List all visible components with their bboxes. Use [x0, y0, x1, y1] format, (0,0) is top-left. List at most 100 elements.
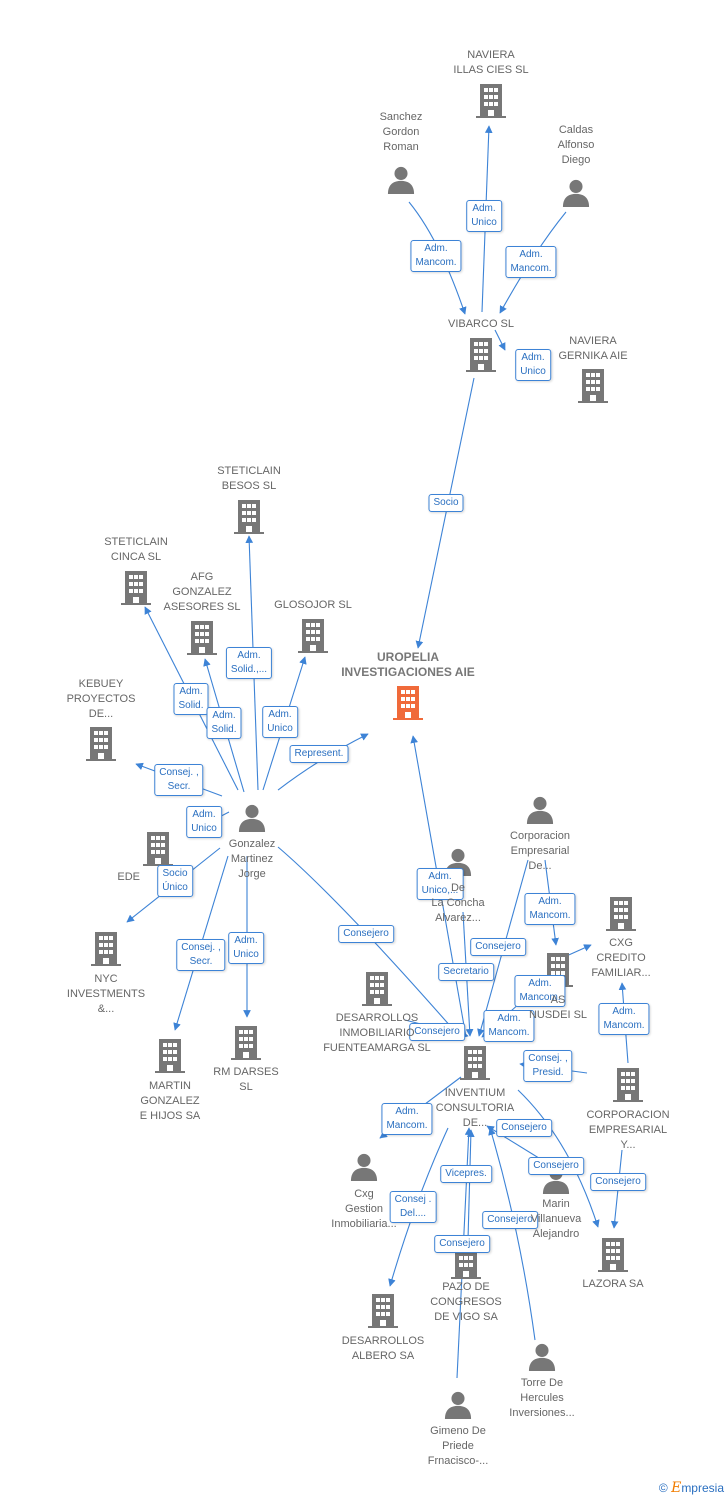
edge-label[interactable]: Socio Único: [157, 865, 193, 897]
edge-label[interactable]: Adm. Mancom.: [598, 1003, 650, 1035]
building-icon-rmdarses[interactable]: [231, 1026, 261, 1060]
building-icon-glosojor[interactable]: [298, 619, 328, 653]
edge-vibarco-to-uropelia: [415, 377, 475, 649]
edge-label[interactable]: Adm. Mancom.: [483, 1010, 535, 1042]
edge-label[interactable]: Adm. Unico,...: [416, 868, 464, 900]
edge-label[interactable]: Consej. , Secr.: [176, 939, 226, 971]
edge-vibarco-to-naviera_gernika: [494, 329, 506, 351]
node-label-afg[interactable]: AFG GONZALEZ ASESORES SL: [163, 571, 241, 613]
edge-inventium-to-lazora: [517, 1089, 600, 1228]
edge-label[interactable]: Consejero: [434, 1235, 490, 1253]
building-icon-naviera_gernika[interactable]: [578, 369, 608, 403]
edge-label[interactable]: Adm. Solid.: [206, 707, 242, 739]
building-icon-nyc[interactable]: [91, 932, 121, 966]
node-label-ede[interactable]: EDE: [117, 871, 140, 883]
node-label-corp_emp_de[interactable]: Corporacion Empresarial De...: [510, 830, 570, 872]
person-icon-cxg_gestion[interactable]: [350, 1153, 378, 1181]
node-label-concha[interactable]: De La Concha Alvarez...: [431, 882, 485, 924]
building-icon-ede[interactable]: [143, 832, 173, 866]
node-label-inventium[interactable]: INVENTIUM CONSULTORIA DE...: [435, 1087, 515, 1129]
edge-label[interactable]: Adm. Mancom.: [524, 893, 576, 925]
edge-label[interactable]: Consejero: [482, 1211, 538, 1229]
edge-label[interactable]: Adm. Solid.: [173, 683, 209, 715]
person-icon-corp_emp_de[interactable]: [526, 796, 554, 824]
edge-label[interactable]: Consej. , Presid.: [523, 1050, 573, 1082]
building-icon-steticlain_besos[interactable]: [234, 500, 264, 534]
node-label-sanchez[interactable]: Sanchez Gordon Roman: [379, 111, 423, 153]
building-icon-martin[interactable]: [155, 1039, 185, 1073]
edge-label[interactable]: Adm. Mancom.: [410, 240, 462, 272]
brand-name: mpresia: [681, 1481, 724, 1495]
edge-label[interactable]: Consej. , Secr.: [154, 764, 204, 796]
building-icon-desarrollos_albero[interactable]: [368, 1294, 398, 1328]
node-label-naviera_cies[interactable]: NAVIERA ILLAS CIES SL: [453, 49, 529, 76]
node-label-cxg_credito[interactable]: CXG CREDITO FAMILIAR...: [591, 937, 651, 979]
building-icon-cxg_credito[interactable]: [606, 897, 636, 931]
edge-label[interactable]: Socio: [428, 494, 464, 512]
node-label-nyc[interactable]: NYC INVESTMENTS &...: [66, 973, 146, 1015]
building-icon-naviera_cies[interactable]: [476, 84, 506, 118]
building-icon-lazora[interactable]: [598, 1238, 628, 1272]
node-label-nusdei[interactable]: AS NUSDEI SL: [528, 994, 588, 1021]
edge-label[interactable]: Adm. Unico: [228, 932, 264, 964]
node-label-steticlain_besos[interactable]: STETICLAIN BESOS SL: [217, 465, 281, 492]
node-label-cxg_gestion[interactable]: Cxg Gestion Inmobiliaria...: [331, 1188, 397, 1230]
person-icon-torre[interactable]: [528, 1343, 556, 1371]
edge-label[interactable]: Adm. Unico: [466, 200, 502, 232]
edge-label[interactable]: Consejero: [470, 938, 526, 956]
node-label-kebuey[interactable]: KEBUEY PROYECTOS DE...: [66, 678, 136, 720]
node-label-martin[interactable]: MARTIN GONZALEZ E HIJOS SA: [139, 1080, 201, 1122]
brand-logo-e: E: [671, 1480, 682, 1496]
building-icon-steticlain_cinca[interactable]: [121, 571, 151, 605]
node-label-rmdarses[interactable]: RM DARSES SL: [213, 1066, 279, 1093]
edge-label[interactable]: Consejero: [590, 1173, 646, 1191]
node-label-torre[interactable]: Torre De Hercules Inversiones...: [509, 1377, 575, 1419]
node-label-steticlain_cinca[interactable]: STETICLAIN CINCA SL: [104, 536, 168, 563]
node-label-gonzalez[interactable]: Gonzalez Martinez Jorge: [228, 838, 276, 880]
building-icon-kebuey[interactable]: [86, 727, 116, 761]
edge-label[interactable]: Adm. Mancom.: [505, 246, 557, 278]
edge-label[interactable]: Adm. Solid.,...: [225, 647, 273, 679]
edge-pazo-to-inventium: [466, 1129, 475, 1241]
footer-brand[interactable]: © Empresia: [659, 1480, 724, 1496]
building-icon-desarrollos_fuente[interactable]: [362, 972, 392, 1006]
edge-gonzalez-to-inventium: [277, 846, 460, 1037]
edge-label[interactable]: Consejero: [528, 1157, 584, 1175]
edge-label[interactable]: Represent.: [289, 745, 349, 763]
node-label-desarrollos_albero[interactable]: DESARROLLOS ALBERO SA: [341, 1335, 425, 1362]
building-icon-vibarco[interactable]: [466, 338, 496, 372]
node-label-caldas[interactable]: Caldas Alfonso Diego: [557, 124, 595, 166]
edge-label[interactable]: Adm. Mancom.: [381, 1103, 433, 1135]
person-icon-gimeno[interactable]: [444, 1391, 472, 1419]
edge-label[interactable]: Consejero: [338, 925, 394, 943]
person-icon-caldas[interactable]: [562, 179, 590, 207]
building-icon-uropelia[interactable]: [393, 686, 423, 720]
edge-torre-to-inventium: [488, 1127, 536, 1341]
edge-label[interactable]: Consejero: [409, 1023, 465, 1041]
node-label-vibarco[interactable]: VIBARCO SL: [447, 318, 515, 330]
node-label-pazo[interactable]: PAZO DE CONGRESOS DE VIGO SA: [430, 1281, 502, 1323]
building-icon-afg[interactable]: [187, 621, 217, 655]
node-label-desarrollos_fuente[interactable]: DESARROLLOS INMOBILIARIO FUENTEAMARGA SL: [323, 1012, 431, 1054]
node-label-corp_emp_y[interactable]: CORPORACION EMPRESARIAL Y...: [586, 1109, 670, 1151]
edge-label[interactable]: Consejero: [496, 1119, 552, 1137]
edge-label[interactable]: Secretario: [438, 963, 494, 981]
edge-label[interactable]: Adm. Mancom.: [514, 975, 566, 1007]
edge-label[interactable]: Adm. Unico: [186, 806, 222, 838]
edge-label[interactable]: Adm. Unico: [262, 706, 298, 738]
building-icon-corp_emp_y[interactable]: [613, 1068, 643, 1102]
building-icon-inventium[interactable]: [460, 1046, 490, 1080]
node-label-marin[interactable]: Marin Villanueva Alejandro: [530, 1198, 582, 1240]
edge-label[interactable]: Consej . Del....: [389, 1191, 437, 1223]
edge-label[interactable]: Adm. Unico: [515, 349, 551, 381]
node-label-naviera_gernika[interactable]: NAVIERA GERNIKA AIE: [558, 335, 628, 362]
node-label-gimeno[interactable]: Gimeno De Priede Frnacisco-...: [427, 1425, 489, 1467]
edge-label[interactable]: Vicepres.: [440, 1165, 492, 1183]
copyright-symbol: ©: [658, 1481, 668, 1495]
person-icon-sanchez[interactable]: [387, 166, 415, 194]
node-label-lazora[interactable]: LAZORA SA: [582, 1278, 644, 1290]
person-icon-gonzalez[interactable]: [238, 804, 266, 832]
node-label-glosojor[interactable]: GLOSOJOR SL: [274, 599, 352, 611]
node-label-uropelia[interactable]: UROPELIA INVESTIGACIONES AIE: [341, 650, 475, 679]
